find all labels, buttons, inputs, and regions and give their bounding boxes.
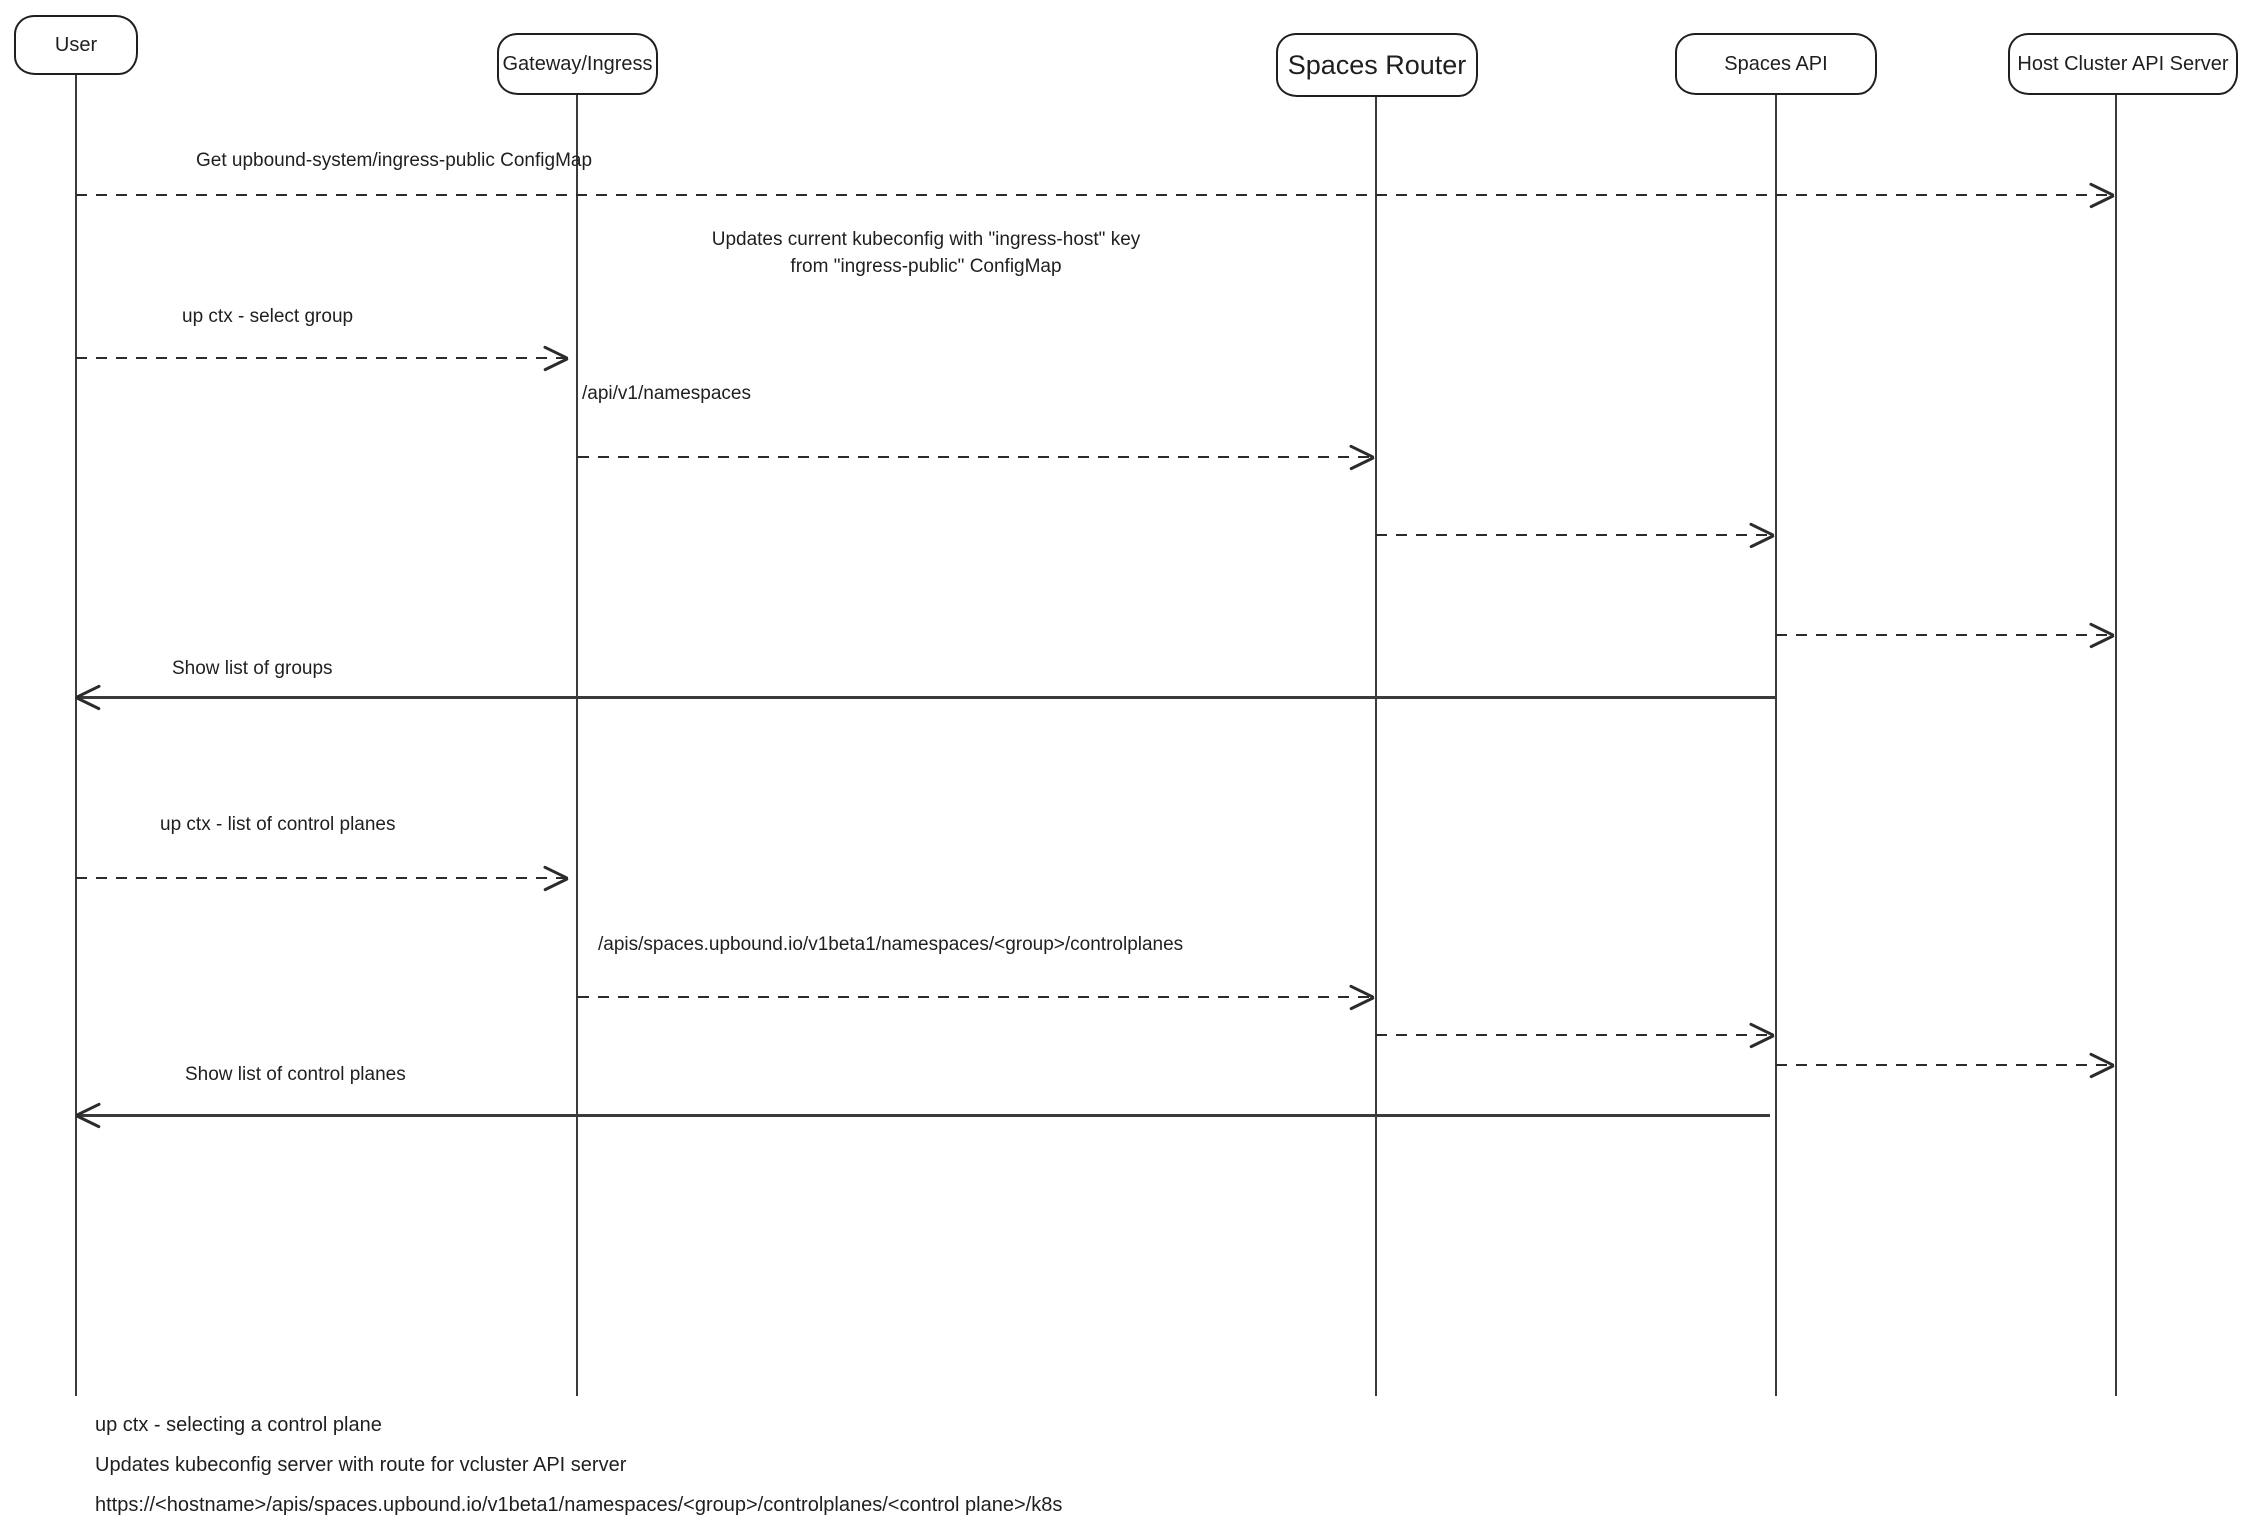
- message-label-get-configmap: Get upbound-system/ingress-public Config…: [196, 150, 593, 171]
- message-label-show-groups: Show list of groups: [172, 658, 333, 679]
- note-line-1: Updates current kubeconfig with "ingress…: [711, 229, 1141, 250]
- actor-label-host-cluster-api-server: Host Cluster API Server: [2017, 52, 2229, 75]
- footnote-vcluster-url: https://<hostname>/apis/spaces.upbound.i…: [95, 1494, 1063, 1516]
- lifeline-gateway-ingress: [576, 95, 578, 1396]
- message-label-api-namespaces: /api/v1/namespaces: [582, 383, 751, 404]
- actor-box-host-cluster-api-server: Host Cluster API Server: [2008, 33, 2238, 95]
- message-label-apis-controlplanes: /apis/spaces.upbound.io/v1beta1/namespac…: [598, 934, 1184, 955]
- message-arrow-select-group: [76, 357, 568, 359]
- lifeline-spaces-router: [1375, 97, 1377, 1396]
- actor-label-spaces-api: Spaces API: [1724, 52, 1828, 75]
- message-arrow-list-control-planes: [76, 877, 568, 879]
- actor-label-spaces-router: Spaces Router: [1287, 49, 1467, 80]
- note-line-2: from "ingress-public" ConfigMap: [790, 256, 1062, 277]
- actor-box-spaces-router: Spaces Router: [1276, 33, 1478, 97]
- message-arrow-router-to-api-2: [1376, 1034, 1774, 1036]
- message-arrow-api-namespaces: [578, 456, 1374, 458]
- message-arrow-router-to-api-1: [1376, 534, 1774, 536]
- actor-box-user: User: [14, 15, 138, 75]
- actor-box-gateway-ingress: Gateway/Ingress: [497, 33, 658, 95]
- message-label-select-group: up ctx - select group: [182, 306, 354, 327]
- actor-box-spaces-api: Spaces API: [1675, 33, 1877, 95]
- note-kubeconfig-update: Updates current kubeconfig with "ingress…: [700, 226, 1152, 280]
- message-label-list-control-planes: up ctx - list of control planes: [160, 814, 396, 835]
- message-arrow-api-to-host-1: [1776, 634, 2114, 636]
- message-arrow-api-to-host-2: [1776, 1064, 2114, 1066]
- message-arrow-apis-controlplanes: [578, 996, 1374, 998]
- footnote-selecting-control-plane: up ctx - selecting a control plane: [95, 1414, 382, 1436]
- actor-label-gateway-ingress: Gateway/Ingress: [502, 52, 653, 75]
- message-arrow-get-configmap: [76, 194, 2114, 196]
- lifeline-user: [75, 75, 77, 1396]
- message-arrow-show-control-planes: [76, 1114, 1770, 1117]
- lifeline-spaces-api: [1775, 95, 1777, 1396]
- actor-label-user: User: [54, 33, 98, 56]
- message-label-show-control-planes: Show list of control planes: [185, 1064, 406, 1085]
- footnote-updates-kubeconfig: Updates kubeconfig server with route for…: [95, 1454, 627, 1476]
- message-arrow-show-groups: [76, 696, 1776, 699]
- lifeline-host-cluster-api-server: [2115, 95, 2117, 1396]
